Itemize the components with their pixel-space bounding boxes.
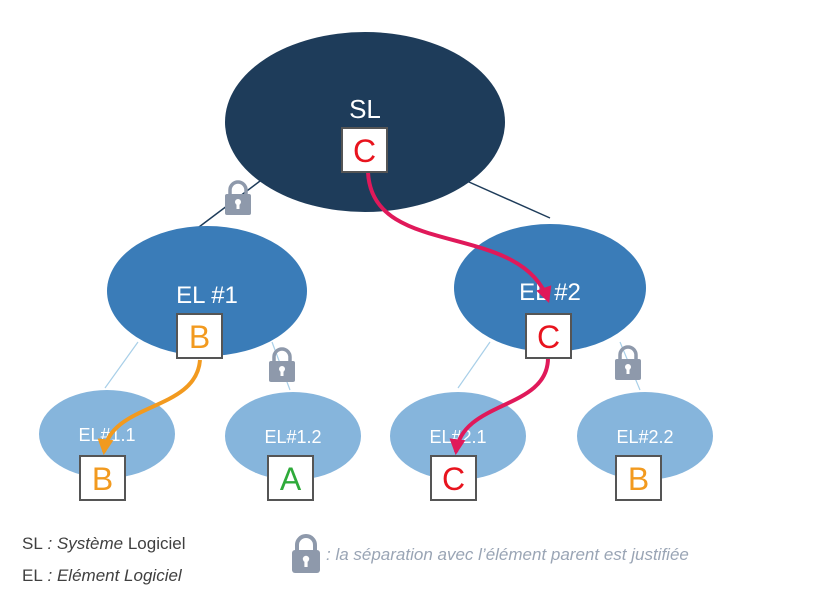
legend-el: EL : Elément Logiciel (22, 566, 182, 586)
lock-icon (613, 345, 643, 382)
node-sl (225, 32, 505, 212)
class-badge-el22: B (615, 455, 662, 501)
node-el1-label: EL #1 (176, 282, 238, 309)
node-el21 (390, 392, 526, 480)
legend-sl-sep: : (42, 534, 57, 553)
arrow-sl-to-el2 (366, 171, 552, 304)
node-el11-label: EL#1.1 (78, 425, 135, 445)
class-badge-el22-letter: B (628, 461, 649, 497)
arrow-el1-to-el11 (97, 359, 202, 456)
arrow-el2-to-el21 (449, 357, 550, 456)
node-el12-label: EL#1.2 (264, 427, 321, 447)
node-el21-label: EL#2.1 (429, 427, 486, 447)
lock-icon (292, 534, 320, 573)
legend-sl-word2: Logiciel (123, 534, 186, 553)
class-badge-el1: B (176, 313, 223, 359)
node-el1 (107, 226, 307, 356)
node-sl-label: SL (349, 94, 381, 124)
class-badge-el2: C (525, 313, 572, 359)
node-el12 (225, 392, 361, 480)
class-badge-el11-letter: B (92, 461, 113, 497)
class-badge-sl: C (341, 127, 388, 173)
class-badge-el11: B (79, 455, 126, 501)
edge-sl-el2 (459, 177, 551, 219)
node-el2-label: EL #2 (519, 279, 581, 306)
class-badge-el21-letter: C (442, 461, 465, 497)
legend-el-abbr: EL (22, 566, 43, 585)
class-badge-sl-letter: C (353, 133, 376, 169)
edge-el1-el11 (104, 341, 139, 389)
class-badge-el2-letter: C (537, 319, 560, 355)
legend-sl: SL : Système Logiciel (22, 534, 185, 554)
legend-lock-note: : la séparation avec l’élément parent es… (326, 545, 689, 564)
class-badge-el12-letter: A (280, 461, 302, 497)
class-badge-el21: C (430, 455, 477, 501)
class-badge-el1-letter: B (189, 319, 210, 355)
class-badge-el12: A (267, 455, 314, 501)
legend-el-text: Elément Logiciel (56, 566, 182, 585)
legend-sl-abbr: SL (22, 534, 43, 553)
lock-icon (223, 180, 253, 217)
node-el22 (577, 392, 713, 480)
edge-el2-el21 (457, 341, 491, 389)
node-el22-label: EL#2.2 (616, 427, 673, 447)
legend-el-sep: : (42, 566, 57, 585)
lock-icon (267, 347, 297, 384)
legend-sl-word1: Système (56, 534, 124, 553)
